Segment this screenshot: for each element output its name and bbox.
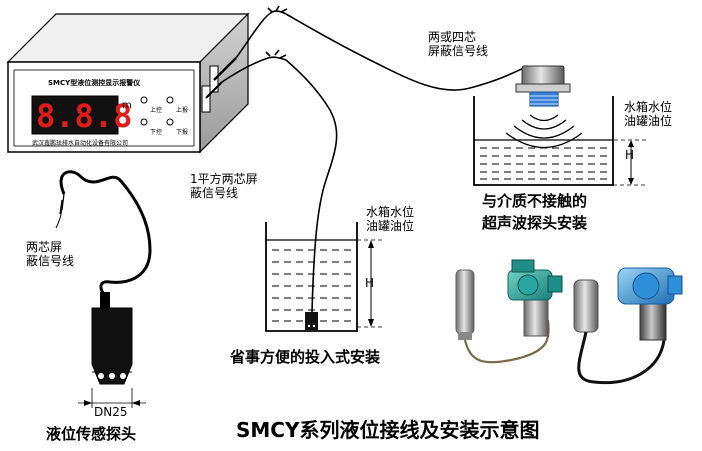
probe-caption: 液位传感探头 xyxy=(46,425,137,443)
company-name: 武汉鑫鹏珐排水自动化设备有限公司 xyxy=(32,140,129,147)
btn-lower-control-label: 下控 xyxy=(150,129,163,136)
cable-left-label: 两芯屏 蔽信号线 xyxy=(26,240,75,268)
submersible-caption: 省事方便的投入式安装 xyxy=(230,348,381,366)
unit-label: m xyxy=(122,100,132,111)
signal-cables xyxy=(221,5,529,313)
cable-mid-label: 1平方两芯屏 蔽信号线 xyxy=(190,172,258,200)
tank-mid-level-label: 水箱水位 油罐油位 xyxy=(366,205,415,233)
btn-upper-control-label: 上控 xyxy=(150,107,163,114)
ultrasonic-tank xyxy=(473,65,648,186)
cable-top-label: 两或四芯 屏蔽信号线 xyxy=(428,30,489,58)
panel-title: SMCY型液位测控显示报警仪 xyxy=(48,79,141,87)
ultrasonic-probe xyxy=(515,65,571,107)
btn-upper-alarm-label: 上报 xyxy=(176,107,189,114)
led-digits: 8.8.8 xyxy=(36,97,132,135)
lower-alarm-led xyxy=(166,118,174,126)
submerged-probe xyxy=(305,312,318,330)
tank-right-level-label: 水箱水位 油罐油位 xyxy=(624,100,673,128)
led-display xyxy=(31,95,119,135)
h-mid-label: H xyxy=(365,276,375,290)
submersible-tank xyxy=(265,222,382,332)
h-right-label: H xyxy=(625,148,635,162)
product-photos xyxy=(455,259,683,385)
level-probe xyxy=(55,170,152,408)
controller-device: 8.8.8 m xyxy=(6,12,250,154)
dn-label: DN25 xyxy=(94,405,128,419)
btn-lower-alarm-label: 下报 xyxy=(176,129,189,136)
lower-control-led xyxy=(140,118,148,126)
ultrasonic-caption: 与介质不接触的 超声波探头安装 xyxy=(482,192,588,232)
upper-control-led xyxy=(140,96,148,104)
upper-alarm-led xyxy=(166,96,174,104)
page-title: SMCY系列液位接线及安装示意图 xyxy=(236,418,540,442)
